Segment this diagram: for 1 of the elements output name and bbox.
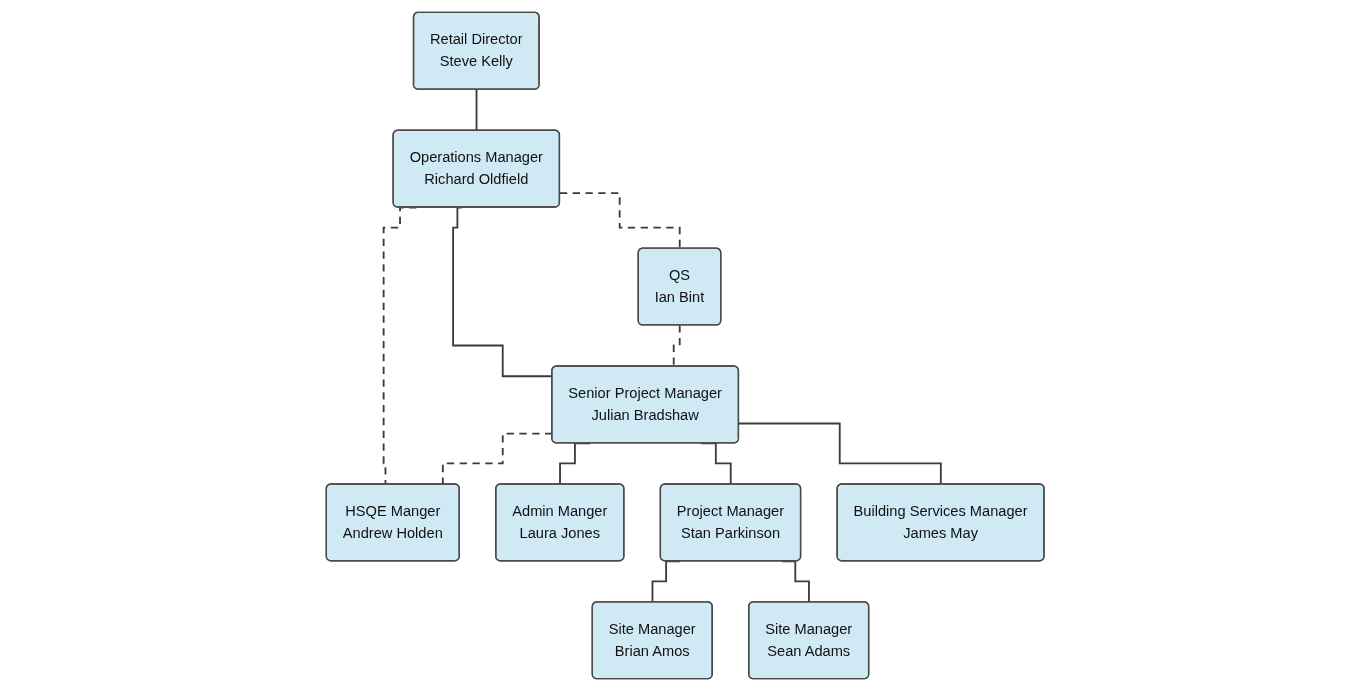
connector: [475, 88, 478, 132]
